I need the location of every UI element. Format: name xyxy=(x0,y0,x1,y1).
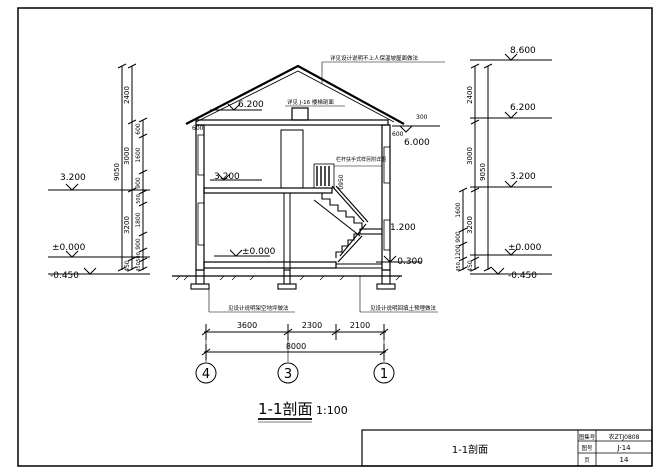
title-block-label: 图号 xyxy=(581,444,593,452)
right-dimension-chain: 9050 2400 3000 3200 450 1600 900 1200 45… xyxy=(455,63,493,272)
right-dim-inner: 900 xyxy=(455,231,462,243)
foundation-left xyxy=(190,269,210,290)
section-dim: 600 xyxy=(192,125,204,132)
left-foundation-note: 见设计说明架空地坪做法 xyxy=(228,304,289,312)
roof-note: 详见设计说明不上人保温坡屋面做法 xyxy=(330,54,419,62)
right-dim-mid: 3200 xyxy=(466,216,474,234)
right-foundation-note: 见设计说明回填土预埋做法 xyxy=(370,304,437,312)
stair-lower-flight xyxy=(335,223,367,263)
axis-label: 3 xyxy=(284,367,292,382)
right-level-marks: 8.600 6.200 3.200 ±0.000 -0.450 xyxy=(470,46,552,281)
left-level: ±0.000 xyxy=(52,243,86,253)
section-level: 6.000 xyxy=(404,138,430,148)
left-level: -0.450 xyxy=(50,271,79,281)
section-level: 6.200 xyxy=(238,100,264,110)
left-dim-inner: 450 xyxy=(136,262,142,272)
left-dim-mid: 450 xyxy=(124,260,131,272)
right-dim-inner: 1200 xyxy=(455,244,462,259)
slab-3200 xyxy=(203,187,333,194)
left-level-marks: 3.200 ±0.000 -0.450 xyxy=(48,173,150,281)
right-level: -0.450 xyxy=(508,271,537,281)
foundation-right xyxy=(376,269,396,290)
slab-6200 xyxy=(195,119,389,126)
right-dim-inner: 450 xyxy=(456,262,462,272)
axis-bubble xyxy=(195,362,217,384)
title-block-name: 1-1剖面 xyxy=(452,443,488,456)
right-level: 8.600 xyxy=(510,46,536,56)
right-dim-mid: 2400 xyxy=(466,86,474,104)
drawing-scale: 1:100 xyxy=(316,404,348,417)
section-level: ±0.000 xyxy=(242,247,276,257)
stair-hatch xyxy=(313,163,335,189)
right-dim-inner: 1600 xyxy=(455,202,462,217)
handrail-note: 栏杆扶手式样另附详图 xyxy=(336,156,386,163)
title-block-label: 图集号 xyxy=(579,433,596,441)
section-level: 3.200 xyxy=(214,172,240,182)
right-dim-mid: 450 xyxy=(467,260,474,272)
span-dim: 2300 xyxy=(302,321,322,330)
left-dim-mid: 3200 xyxy=(123,216,131,234)
section-level-marks: 6.200 6.000 3.200 1.200 ±0.000 -0.300 xyxy=(210,100,440,267)
roof-inner xyxy=(195,70,395,123)
left-wall xyxy=(195,124,205,271)
stair-landing xyxy=(359,228,383,235)
left-dim-inner: 900 xyxy=(135,177,142,189)
left-dim-inner: 500 xyxy=(136,194,142,204)
left-window-upper xyxy=(197,134,205,176)
drawing-title: 1-1剖面 xyxy=(258,400,313,418)
span-dim: 2100 xyxy=(350,321,370,330)
sheet-number: J-14 xyxy=(616,444,631,452)
right-level: 3.200 xyxy=(510,172,536,182)
left-dim-mid: 3000 xyxy=(123,147,131,165)
section-level: 1.200 xyxy=(390,223,416,233)
left-dimension-chain: 9050 2400 3000 3200 450 600 1600 900 5 xyxy=(113,63,148,272)
section-dim: 600 xyxy=(392,131,404,138)
page-number: 14 xyxy=(620,456,629,464)
left-dim-inner: 1800 xyxy=(135,212,142,227)
right-dim-total: 9050 xyxy=(479,163,487,181)
span-dim: 3600 xyxy=(237,321,257,330)
title-block: 1-1剖面 图集号 农ZTJ0808 图号 J-14 页 14 xyxy=(361,429,653,467)
foundation-middle xyxy=(277,269,297,290)
left-level: 3.200 xyxy=(60,173,86,183)
upper-door xyxy=(280,129,304,189)
roof-line-note: 详见 J-16 楼梯剖面 xyxy=(287,98,334,106)
right-level: ±0.000 xyxy=(508,243,542,253)
section-dim: 0950 xyxy=(338,174,345,189)
right-window-upper xyxy=(383,146,391,184)
axis-bubble xyxy=(277,362,299,384)
slab-ground xyxy=(203,261,337,269)
building-section xyxy=(172,64,405,290)
section-level: -0.300 xyxy=(394,257,423,267)
right-level: 6.200 xyxy=(510,103,536,113)
slab-ground-right xyxy=(335,263,383,269)
drawing-number: 农ZTJ0808 xyxy=(609,433,640,441)
left-dim-inner: 600 xyxy=(135,123,142,135)
left-dim-total: 9050 xyxy=(113,163,121,181)
right-dim-mid: 3000 xyxy=(466,147,474,165)
axis-markers: 4 3 1 xyxy=(195,340,395,384)
right-window-lower xyxy=(383,219,391,251)
ground-hatch xyxy=(175,275,401,281)
interior-column xyxy=(283,192,291,271)
roof-vent xyxy=(291,107,309,121)
axis-label: 4 xyxy=(202,367,210,382)
left-dim-mid: 2400 xyxy=(123,86,131,104)
total-span-dim: 8000 xyxy=(286,342,306,351)
stair-upper-flight xyxy=(313,185,369,237)
span-dimensions: 3600 2300 2100 8000 xyxy=(201,321,389,360)
title-block-label: 页 xyxy=(584,457,590,464)
left-dim-inner: 900 xyxy=(135,238,142,250)
roof-outer xyxy=(185,64,405,125)
left-window-lower xyxy=(197,202,205,246)
axis-label: 1 xyxy=(380,367,388,382)
left-dim-inner: 1600 xyxy=(135,147,142,162)
sheet-frame xyxy=(17,7,653,467)
section-dim: 300 xyxy=(416,114,428,121)
axis-bubble xyxy=(373,362,395,384)
